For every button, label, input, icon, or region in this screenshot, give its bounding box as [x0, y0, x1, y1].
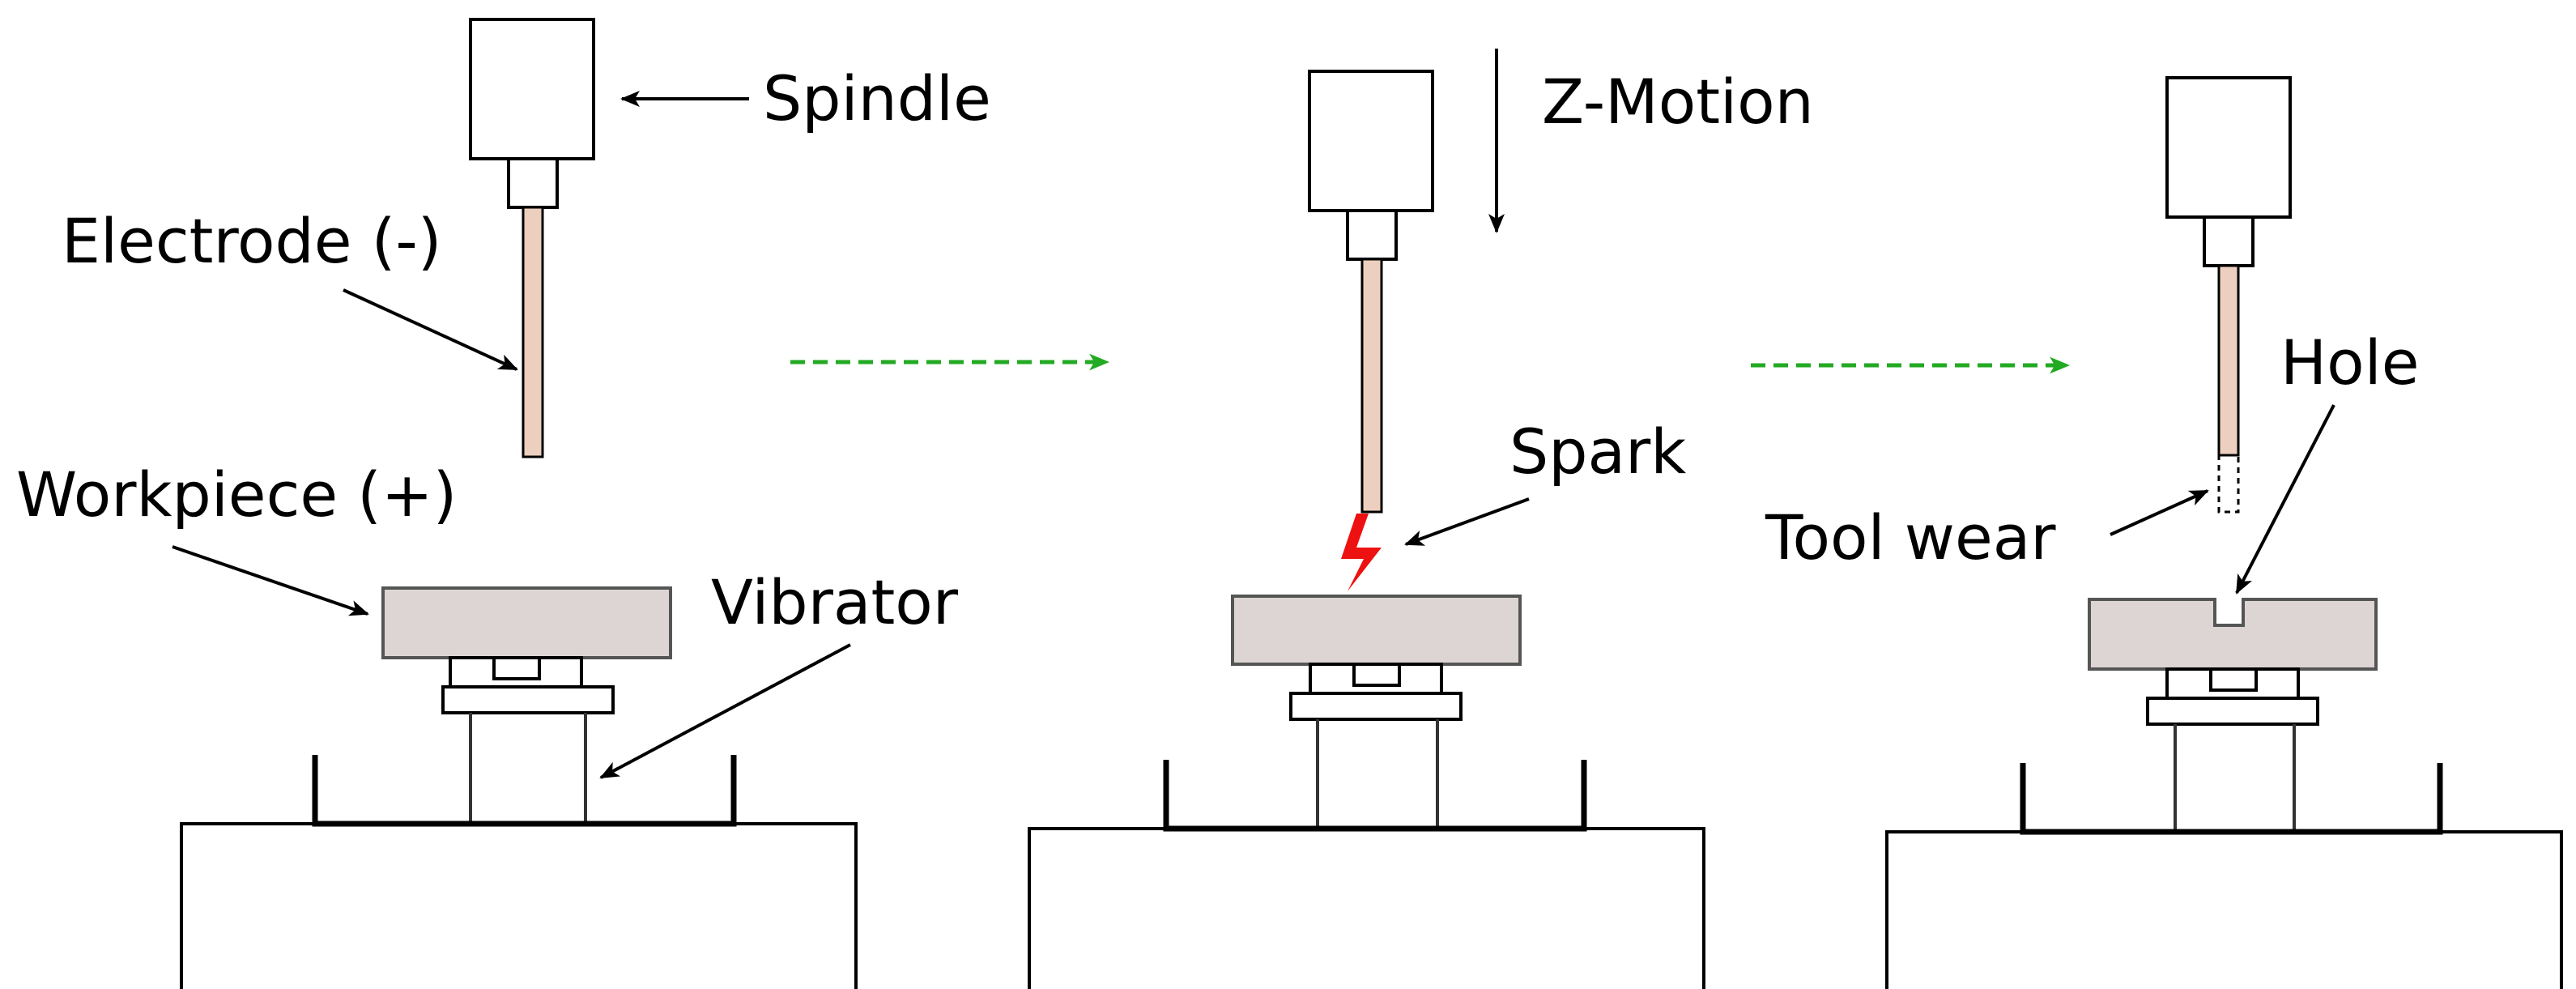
vibrator	[2146, 667, 2319, 832]
tool-wear-leader	[2110, 489, 2209, 536]
label-electrode: Electrode (-)	[62, 205, 441, 277]
vibrator-leader	[599, 643, 851, 779]
panel-initial: Spindle Electrode (-) Workpiece (+) Vibr…	[16, 18, 991, 989]
spindle-collet	[2203, 215, 2255, 267]
label-z-motion: Z-Motion	[1542, 66, 1814, 138]
workpiece	[381, 586, 672, 659]
workpiece	[1231, 595, 1522, 666]
electrode	[1360, 258, 1383, 514]
label-vibrator: Vibrator	[711, 566, 959, 638]
hole-leader	[2235, 404, 2335, 595]
machine-base	[1028, 827, 1705, 989]
spindle-body	[469, 18, 595, 160]
vibrator	[441, 656, 615, 824]
label-hole: Hole	[2280, 326, 2420, 399]
tray	[312, 755, 737, 827]
spark-leader	[1404, 497, 1530, 546]
tray	[1163, 760, 1587, 832]
spindle-body	[1308, 70, 1434, 212]
label-spindle: Spindle	[763, 62, 991, 134]
label-workpiece: Workpiece (+)	[16, 458, 457, 531]
vibrator	[1289, 663, 1463, 829]
panel-machining: Z-Motion Spark	[1028, 49, 1814, 989]
electrode	[2217, 264, 2240, 457]
workpiece-with-hole	[2088, 598, 2378, 671]
panel-result: Hole Tool wear	[1765, 76, 2563, 989]
machine-base	[180, 822, 858, 989]
label-tool-wear: Tool wear	[1765, 501, 2056, 573]
electrode-leader	[343, 288, 518, 371]
spark-icon	[1341, 514, 1382, 591]
tool-wear-section	[2217, 454, 2240, 514]
spindle-collet	[507, 157, 559, 209]
label-spark: Spark	[1509, 416, 1686, 488]
tray	[2020, 763, 2443, 835]
spindle-collet	[1346, 209, 1398, 261]
electrode	[522, 206, 544, 458]
machine-base	[1885, 830, 2563, 989]
spindle-body	[2165, 76, 2292, 219]
workpiece-leader	[172, 545, 369, 616]
